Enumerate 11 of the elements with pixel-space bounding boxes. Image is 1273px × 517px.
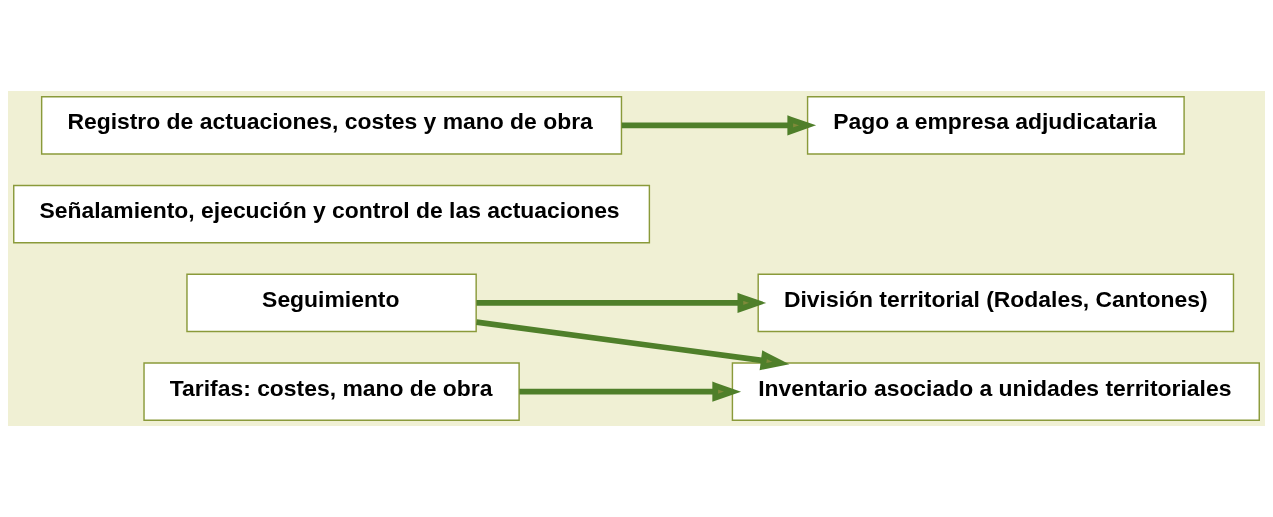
node-box: Registro de actuaciones, costes y mano de obra — [40, 96, 623, 155]
arrow — [519, 381, 742, 402]
arrow — [476, 292, 767, 313]
node-box: Inventario asociado a unidades territoriales — [731, 362, 1260, 421]
node-box: Pago a empresa adjudicataria — [806, 96, 1185, 155]
node-box: Tarifas: costes, mano de obra — [143, 362, 520, 421]
arrow — [621, 115, 817, 136]
arrow — [476, 319, 790, 371]
node-box: Señalamiento, ejecución y control de las actuaciones — [13, 184, 651, 244]
node-box: División territorial (Rodales, Cantones) — [757, 273, 1235, 333]
node-box: Seguimiento — [186, 273, 477, 333]
